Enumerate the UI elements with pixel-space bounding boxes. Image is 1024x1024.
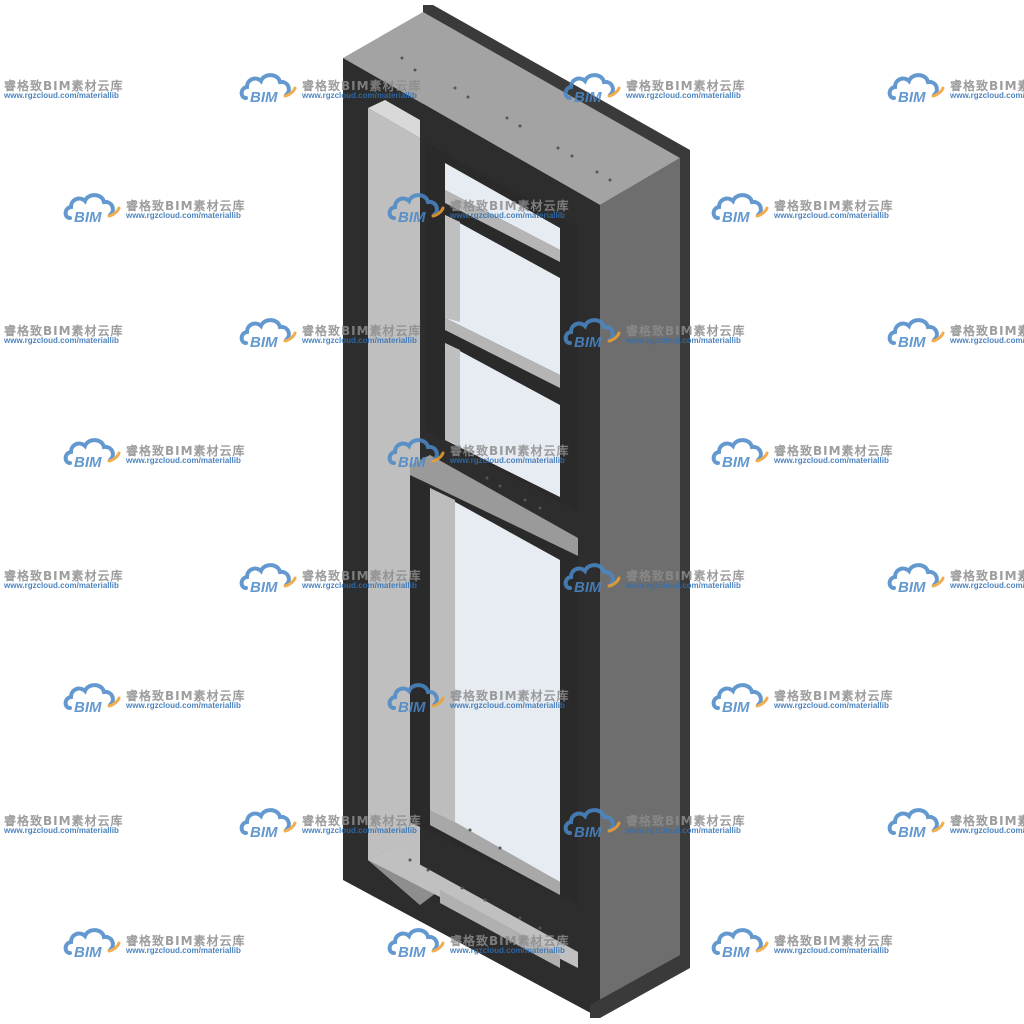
upper-pane-2: [445, 343, 560, 497]
lower-pane-jamb: [430, 488, 455, 822]
screw-dots-top: [400, 56, 612, 182]
screw-dots-rail: [485, 476, 542, 510]
meeting-rail: [410, 455, 578, 556]
upper-pane-1-jamb: [445, 215, 460, 322]
upper-pane-1-sill: [445, 318, 560, 388]
upper-pane-1: [445, 215, 560, 375]
left-opening-depth: [368, 100, 420, 138]
lower-pane-sill: [430, 810, 560, 895]
transom-sill: [445, 190, 560, 262]
upper-pane-2-jamb: [445, 343, 460, 446]
transom-pane: [445, 163, 560, 250]
bottom-flange: [590, 938, 690, 1018]
bottom-sill-face: [440, 890, 560, 968]
lower-pane: [430, 488, 560, 882]
frame-side-face: [600, 158, 680, 1018]
frame-top-surface: [343, 12, 680, 205]
screw-dots-sill: [408, 828, 542, 930]
